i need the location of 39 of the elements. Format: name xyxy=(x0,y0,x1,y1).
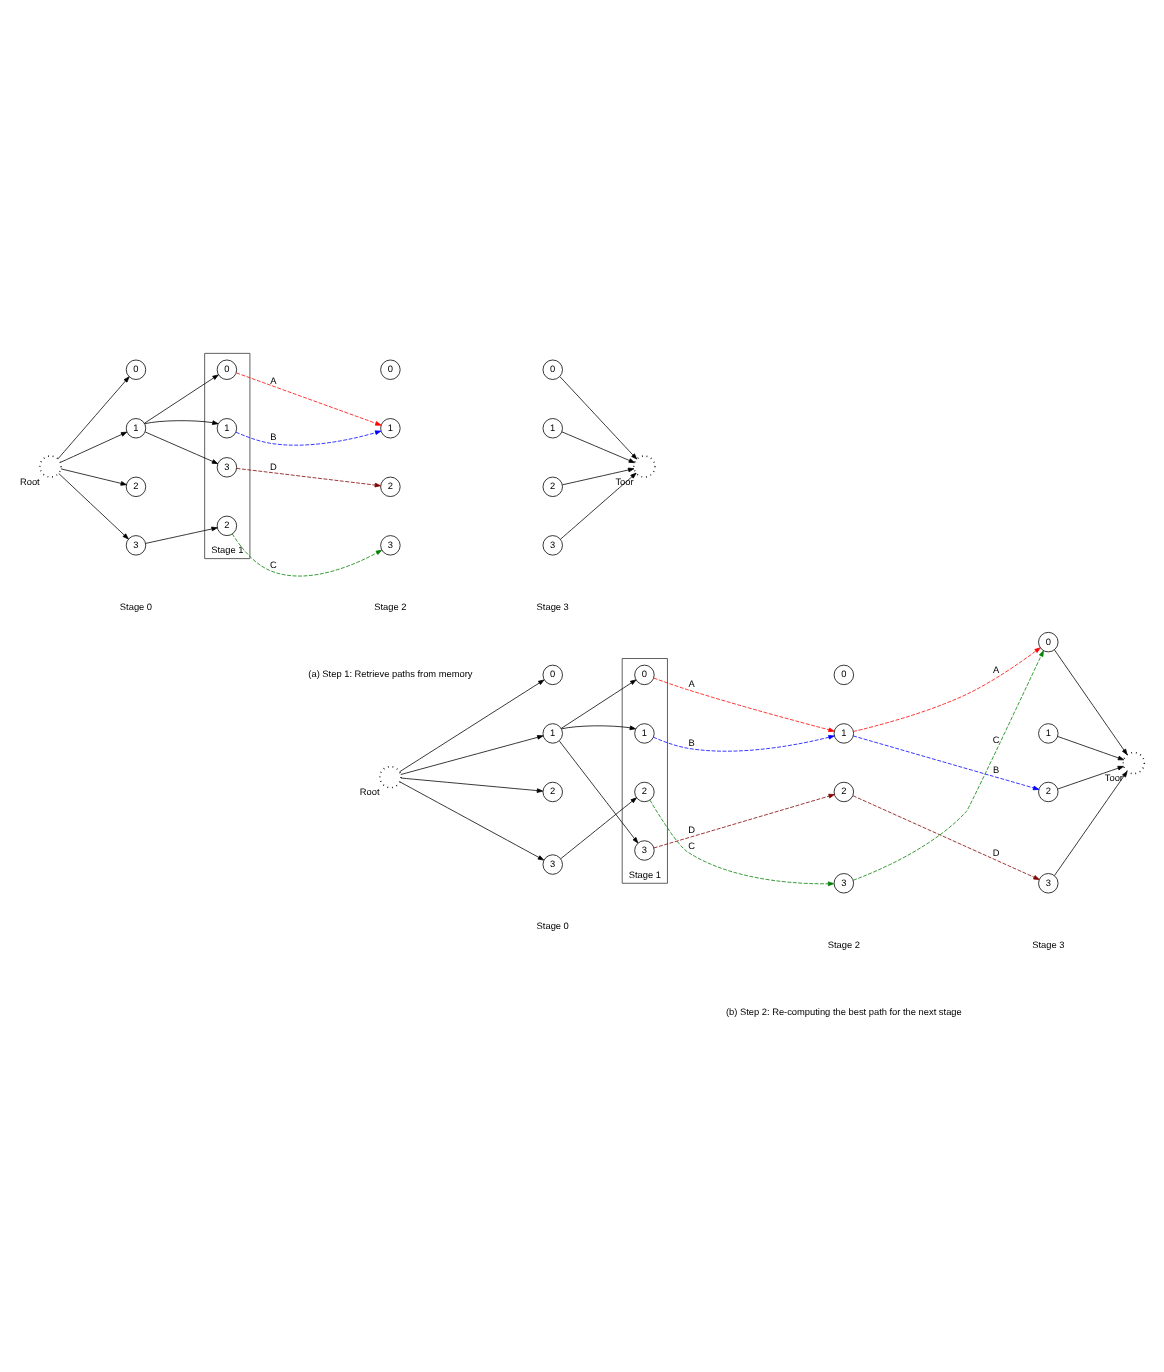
arrow xyxy=(560,796,637,858)
arrow xyxy=(653,734,835,751)
arrow xyxy=(1057,735,1125,760)
node-circle xyxy=(379,764,402,788)
arrow xyxy=(560,678,637,728)
arrow xyxy=(1054,770,1128,875)
node-circle xyxy=(1122,750,1146,774)
arrow xyxy=(58,472,129,539)
arrow xyxy=(400,734,544,774)
arrow xyxy=(1057,764,1124,789)
arrow xyxy=(144,373,219,423)
arrow xyxy=(649,798,835,886)
arrow xyxy=(559,375,638,459)
arrow xyxy=(399,678,545,772)
arrow xyxy=(399,780,545,860)
arrow xyxy=(561,430,635,463)
arrow xyxy=(653,792,835,848)
arrow xyxy=(653,676,835,731)
arrow xyxy=(852,649,1044,880)
node-circle xyxy=(39,454,62,477)
arrow xyxy=(57,375,130,459)
arrow xyxy=(852,794,1040,879)
arrow xyxy=(144,419,219,424)
arrow xyxy=(1054,648,1128,755)
arrow xyxy=(235,429,382,445)
arrow xyxy=(144,430,219,463)
arrow xyxy=(559,739,639,843)
arrow xyxy=(236,371,382,425)
arrow xyxy=(236,467,381,487)
arrow xyxy=(560,471,637,539)
arrow xyxy=(852,734,1040,790)
arrow xyxy=(400,776,544,792)
arrow xyxy=(145,525,218,543)
arrow xyxy=(60,467,127,485)
arrow xyxy=(853,646,1041,731)
arrow xyxy=(59,430,128,462)
arrow xyxy=(231,532,383,576)
arrow xyxy=(561,724,636,730)
arrow xyxy=(562,466,635,485)
